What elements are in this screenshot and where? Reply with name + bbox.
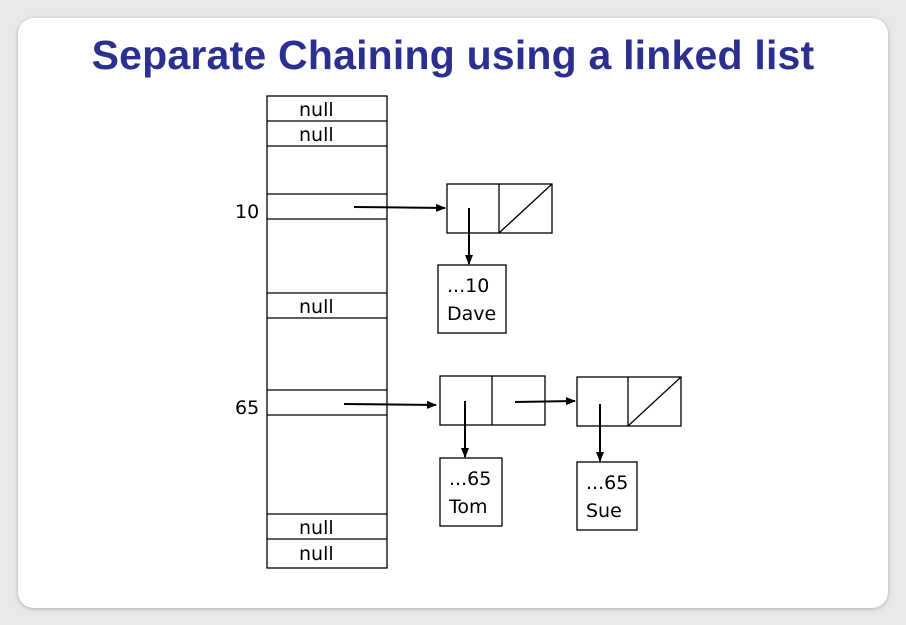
entry-value: Tom <box>448 496 488 518</box>
index-label-65: 65 <box>235 397 259 419</box>
slide-card <box>18 18 888 608</box>
null-label: null <box>299 99 334 121</box>
entry-key: ...65 <box>449 468 491 490</box>
entry-value: Dave <box>447 303 496 325</box>
next-pointer-arrow <box>514 397 576 406</box>
list-node-tom <box>439 375 546 426</box>
null-label: null <box>299 124 334 146</box>
list-node-dave <box>446 183 553 234</box>
hash-table <box>266 95 388 569</box>
index-label-10: 10 <box>235 201 259 223</box>
null-next-slash <box>498 183 553 234</box>
entry-key: ...10 <box>447 275 489 297</box>
null-label: null <box>299 296 334 318</box>
node-box <box>576 376 682 427</box>
entry-key: ...65 <box>586 472 628 494</box>
list-node-sue <box>576 376 682 427</box>
hash-table-border <box>266 95 388 569</box>
entry-box-tom <box>439 457 503 527</box>
null-label: null <box>299 543 334 565</box>
null-label: null <box>299 517 334 539</box>
entry-box-sue <box>576 461 638 531</box>
slot-10-pointer-arrow <box>353 203 446 212</box>
slide-title: Separate Chaining using a linked list <box>91 32 815 78</box>
null-next-slash <box>627 376 682 427</box>
slot-65-pointer-arrow <box>343 400 437 409</box>
entry-box-dave <box>437 264 507 334</box>
entry-value: Sue <box>586 500 622 522</box>
